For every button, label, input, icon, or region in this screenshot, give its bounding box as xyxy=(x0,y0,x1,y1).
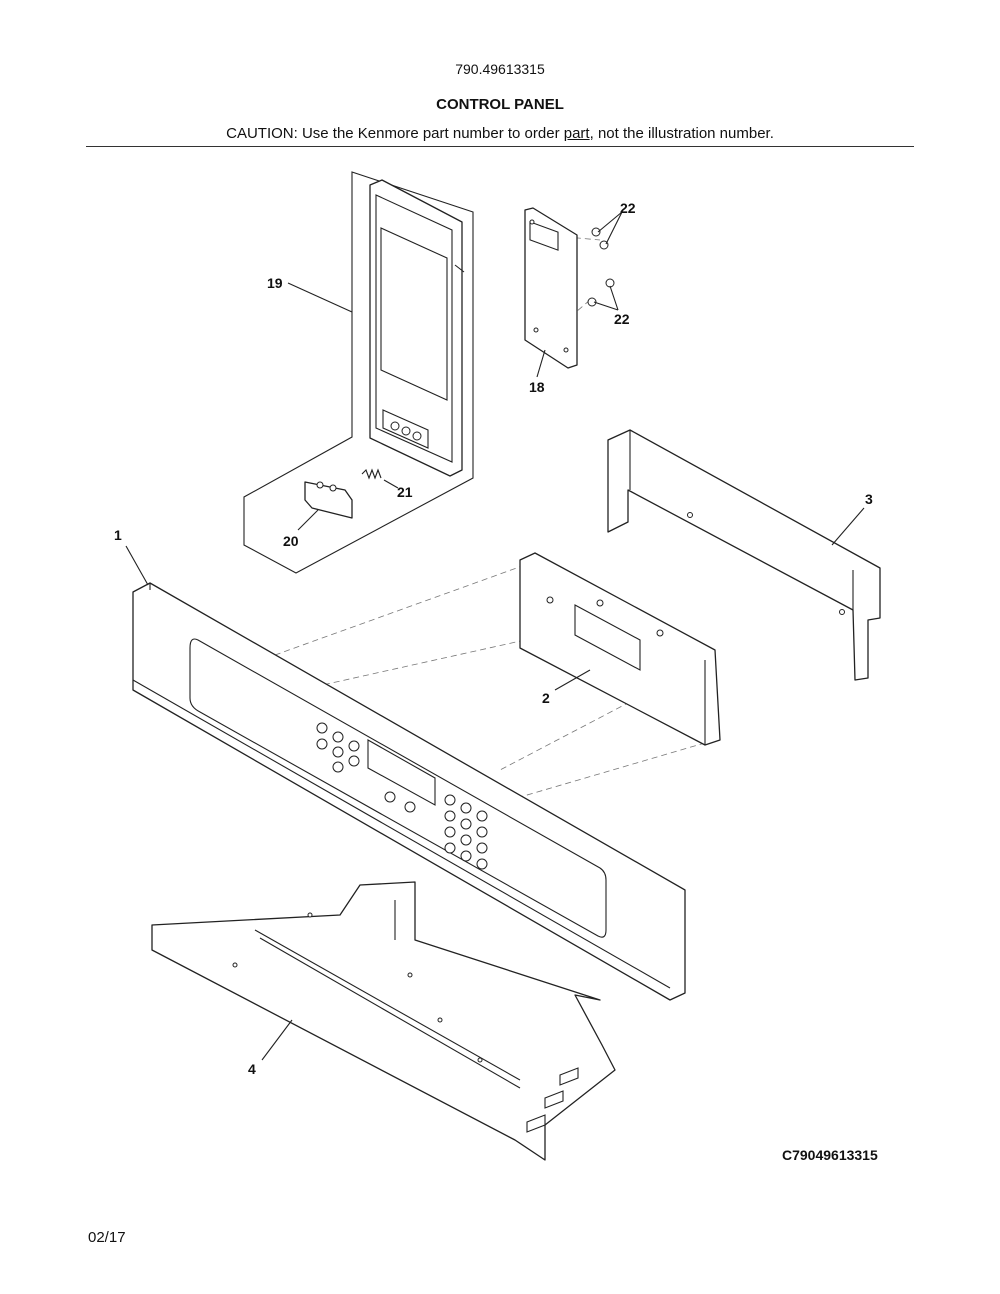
part-4-mounting-bracket xyxy=(151,881,616,1161)
callout-20: 20 xyxy=(283,533,299,549)
part-3-trim-bracket xyxy=(607,429,881,681)
callout-19: 19 xyxy=(267,275,283,291)
part-1-control-panel xyxy=(132,582,686,1001)
callout-18: 18 xyxy=(529,379,545,395)
part-19-display-frame xyxy=(369,179,465,477)
header-divider xyxy=(86,146,914,147)
callout-22-top: 22 xyxy=(620,200,636,216)
part-18-control-board xyxy=(524,207,578,369)
part-21-spring xyxy=(361,468,382,480)
diagram-code: C79049613315 xyxy=(782,1147,878,1163)
callout-2: 2 xyxy=(542,690,550,706)
callout-22-bottom: 22 xyxy=(614,311,630,327)
caution-text-end: , not the illustration number. xyxy=(589,125,774,142)
keypad-buttons xyxy=(316,722,488,870)
callout-4: 4 xyxy=(248,1061,256,1077)
revision-date: 02/17 xyxy=(88,1229,126,1246)
assembly-boundary xyxy=(243,171,474,574)
callout-21: 21 xyxy=(397,484,413,500)
part-22-screws xyxy=(587,227,615,307)
callout-1: 1 xyxy=(114,527,122,543)
part-20-button xyxy=(304,481,353,519)
page-title: CONTROL PANEL xyxy=(436,96,564,113)
caution-note: CAUTION: Use the Kenmore part number to … xyxy=(0,125,1000,142)
callout-3: 3 xyxy=(865,491,873,507)
caution-text: CAUTION: Use the Kenmore part number to … xyxy=(226,125,564,142)
part-2-electronic-control xyxy=(519,552,721,746)
model-number: 790.49613315 xyxy=(455,61,545,77)
caution-underlined: part xyxy=(563,125,590,142)
callout-leaders xyxy=(125,211,865,1061)
